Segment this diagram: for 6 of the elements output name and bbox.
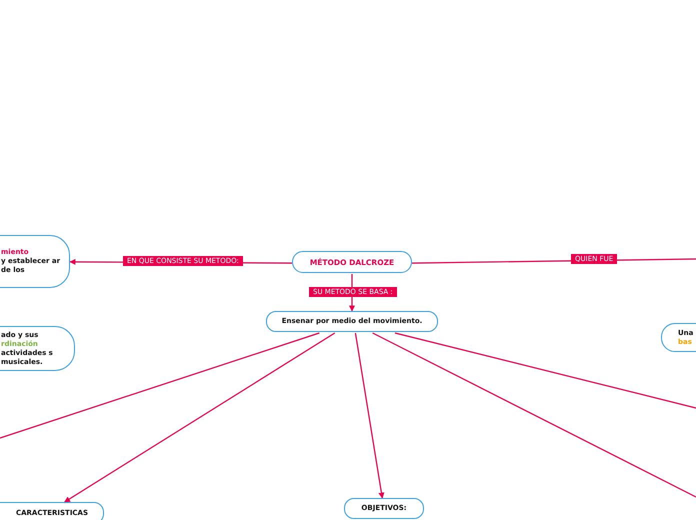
connector-arrow: [354, 332, 384, 499]
topic-box: [0, 502, 104, 520]
topic-box: [266, 311, 438, 332]
connector-arrow: [64, 332, 336, 502]
topic-box: [344, 498, 424, 519]
title-box: [292, 251, 412, 273]
